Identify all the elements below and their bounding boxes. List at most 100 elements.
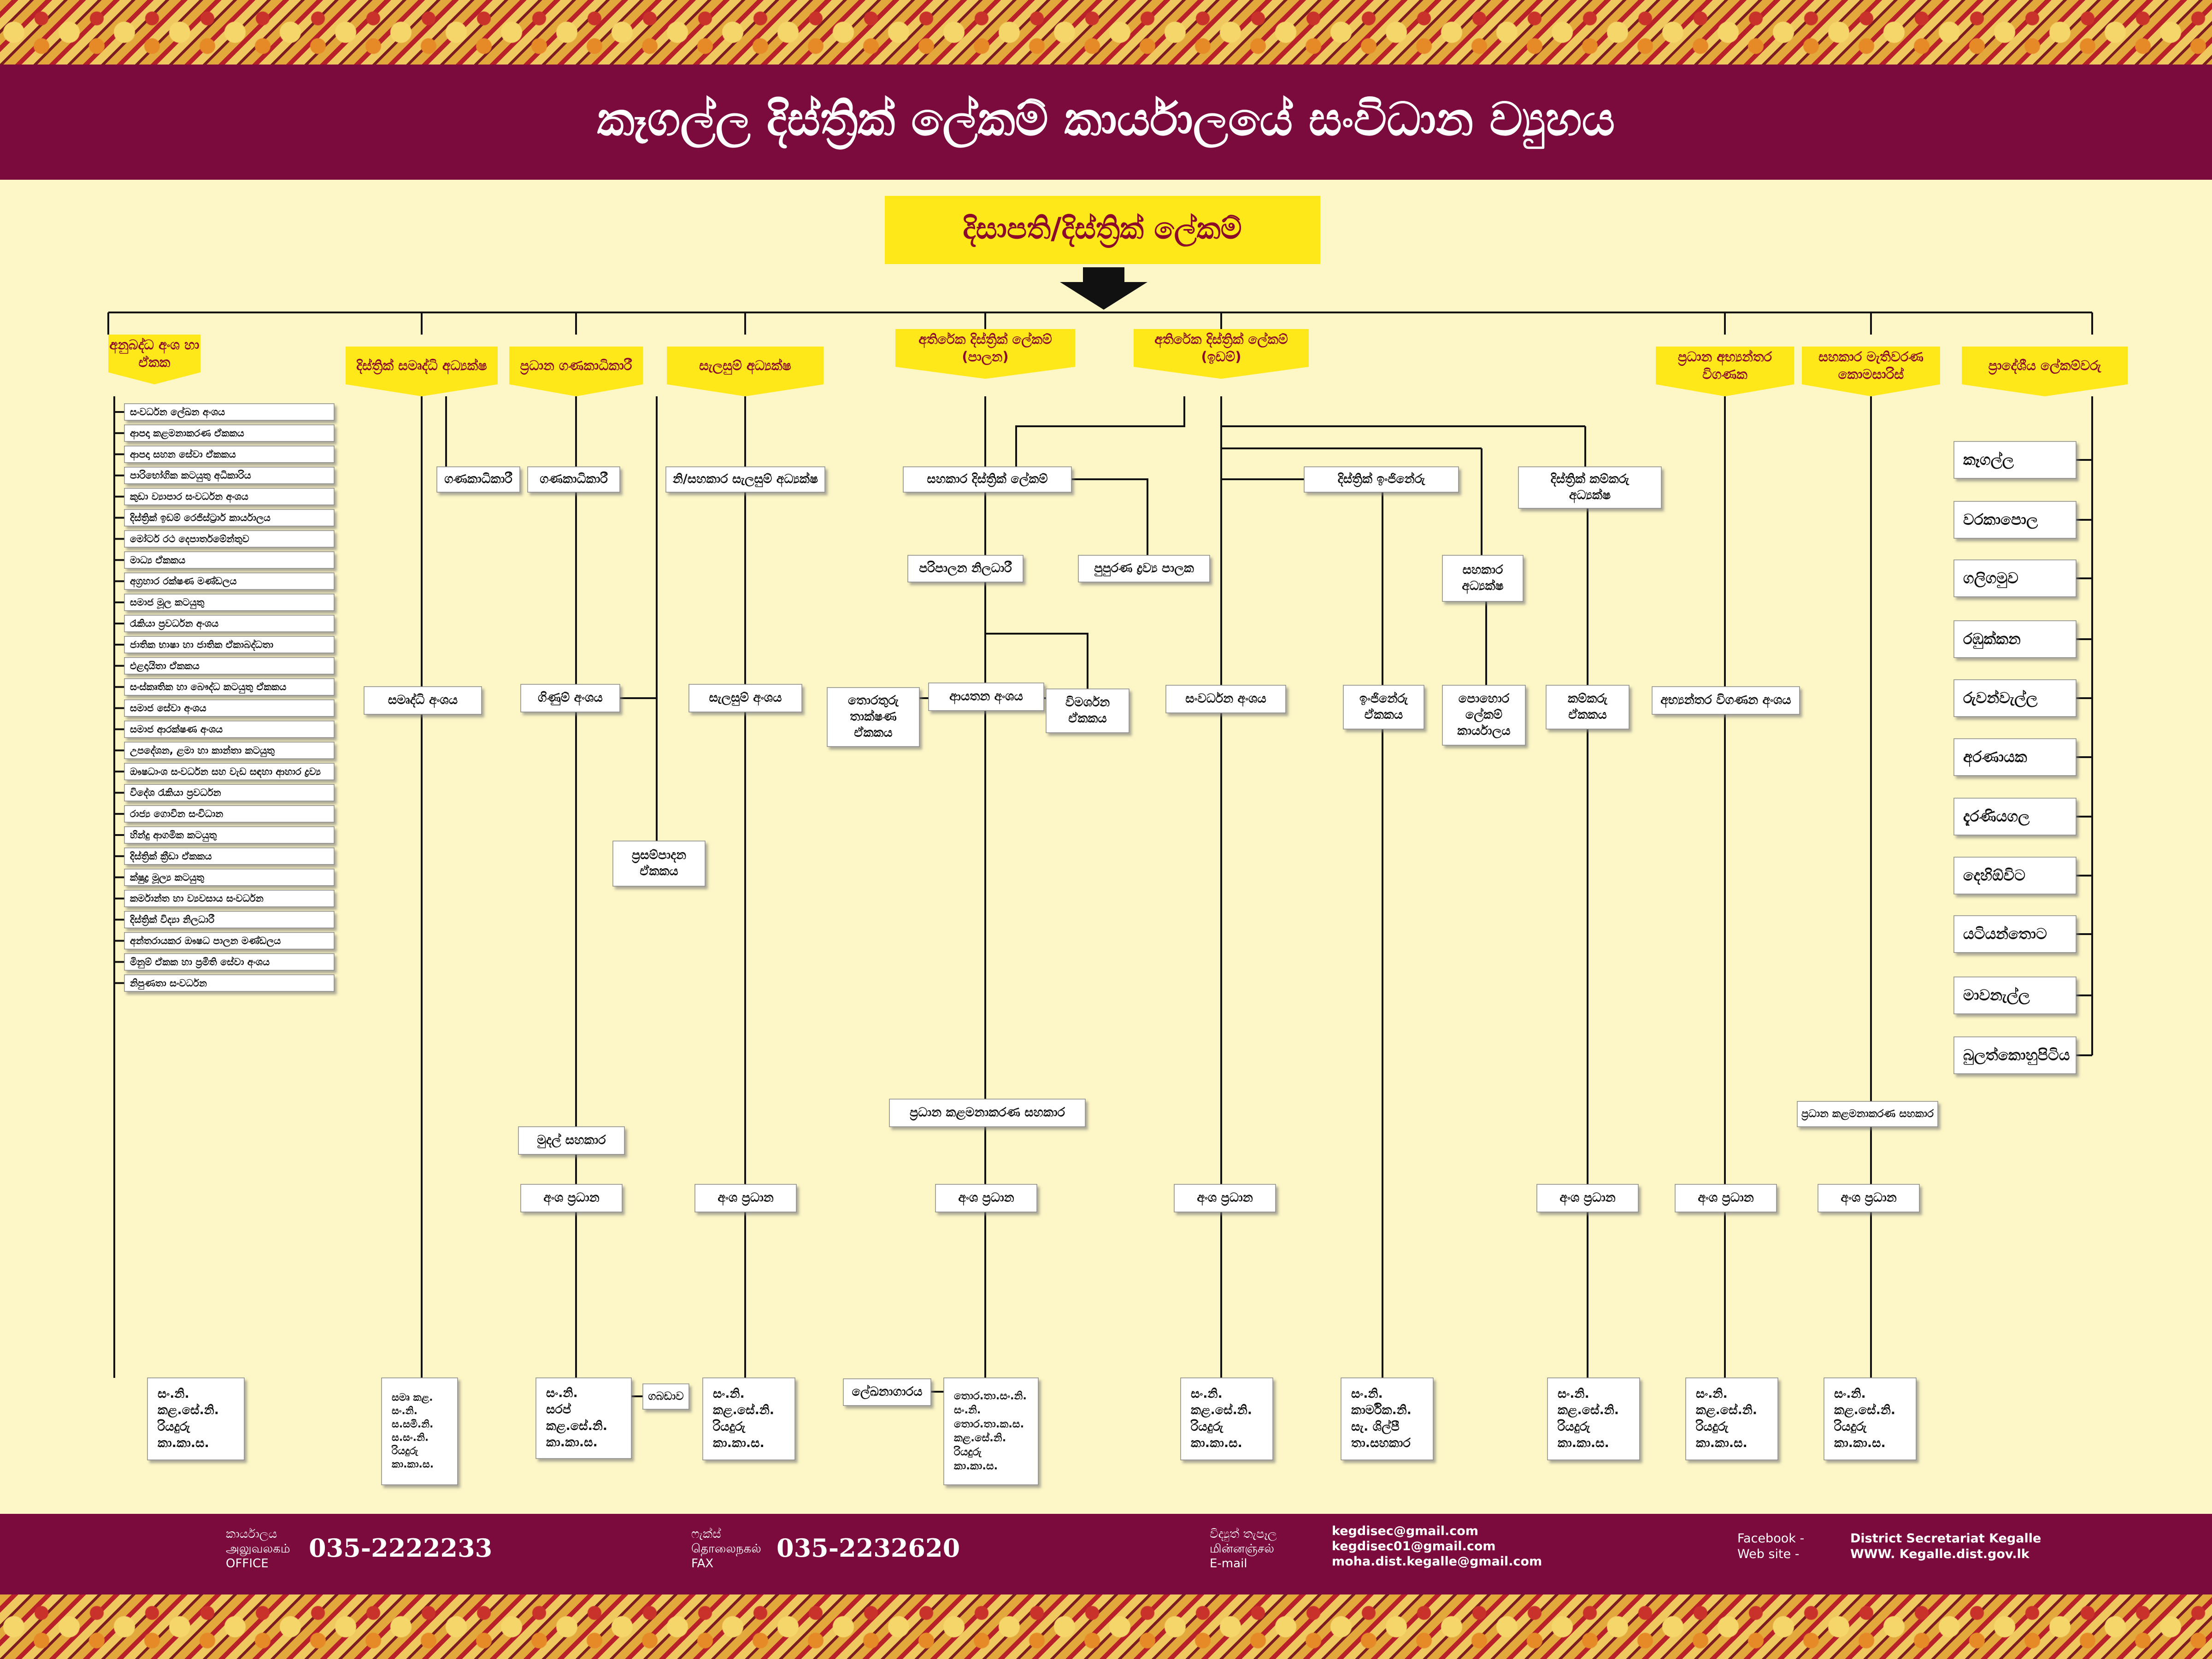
divisional-secretariat-label: දැරණියගල bbox=[1963, 807, 2030, 826]
planning-division-box bbox=[688, 684, 802, 712]
office-label-ta: அலுவலகம் bbox=[226, 1542, 290, 1556]
divisional-secretariat-label: දෙහිඕවිට bbox=[1963, 866, 2025, 885]
staff-box-annex-text: සං.නි. bbox=[158, 1387, 189, 1401]
divisional-secretariat bbox=[1953, 559, 2077, 597]
div-head-box-elections bbox=[1818, 1184, 1920, 1212]
div-head-box-admin bbox=[935, 1184, 1037, 1212]
div-head-box-labour-text: අංශ ප්‍රධාන bbox=[1559, 1191, 1615, 1206]
samurdhi-division-box bbox=[364, 686, 482, 715]
samurdhi-division-box-text: සමෘද්ධි අංශය bbox=[388, 693, 458, 708]
annex-unit-label: මෝටර් රථ දෙපාර්තමේන්තුව bbox=[130, 533, 249, 545]
annex-unit bbox=[124, 974, 335, 992]
staff-box-labour-text: කා.කා.ස. bbox=[1558, 1436, 1609, 1450]
fax-phone: 035-2232620 bbox=[777, 1533, 960, 1563]
asst-planning-director-box bbox=[665, 466, 825, 493]
it-unit-box-text: ඒකකය bbox=[854, 726, 892, 740]
annex-unit bbox=[124, 847, 335, 865]
annex-unit-label: ජාතික භාෂා හා ජාතික ඒකාබද්ධතා bbox=[130, 639, 273, 651]
connector-line bbox=[985, 633, 1088, 691]
facebook-link[interactable]: District Secretariat Kegalle bbox=[1850, 1531, 2041, 1546]
office-label-si: කාර්යාලය bbox=[226, 1527, 277, 1541]
staff-box-labour bbox=[1547, 1377, 1640, 1460]
annex-unit bbox=[124, 615, 335, 632]
annex-unit-label: සමාජ මූල කටයුතු bbox=[130, 597, 204, 609]
inquiry-unit-box bbox=[1046, 688, 1130, 733]
email-1[interactable]: kegdisec@gmail.com bbox=[1332, 1524, 1478, 1538]
annex-unit bbox=[124, 572, 335, 590]
staff-box-audit-text: කළ.සේ.නි. bbox=[1696, 1403, 1757, 1418]
staff-box-samurdhi-text: සමෘ කළ. bbox=[392, 1392, 433, 1404]
div-head-box-planning-text: අංශ ප්‍රධාන bbox=[718, 1191, 773, 1206]
accountant-box-2 bbox=[527, 466, 620, 493]
staff-box-accounts-text: සං.නි. bbox=[546, 1386, 578, 1400]
labour-director-box-text: දිස්ත්‍රික් කම්කරු bbox=[1551, 472, 1630, 488]
head-chief-accountant-text: ප්‍රධාන ගණකාධිකාරී bbox=[520, 358, 632, 375]
staff-box-admin bbox=[943, 1377, 1039, 1485]
facebook-label: Facebook - bbox=[1737, 1531, 1805, 1546]
head-annex-text: අනුබද්ධ අංශ හා bbox=[109, 337, 199, 354]
email-2[interactable]: kegdisec01@gmail.com bbox=[1332, 1539, 1496, 1553]
annex-unit bbox=[124, 488, 335, 506]
staff-box-planning-text: කා.කා.ස. bbox=[713, 1436, 765, 1450]
head-samurdhi-director bbox=[346, 347, 498, 396]
annex-unit-label: රාජ්‍ය ගොවින සංවිධාන bbox=[130, 808, 223, 819]
staff-box-admin-text: තොර.තා.සං.නි. bbox=[954, 1390, 1027, 1402]
divisional-secretariat-label: යටියන්තොට bbox=[1963, 925, 2047, 943]
planning-division-box-text: සැලසුම් අංශය bbox=[709, 691, 782, 706]
email-label-en: E-mail bbox=[1210, 1557, 1247, 1571]
annex-unit bbox=[124, 678, 335, 696]
div-head-box-land-text: අංශ ප්‍රධාන bbox=[1197, 1191, 1253, 1206]
website-link[interactable]: WWW. Kegalle.dist.gov.lk bbox=[1850, 1547, 2030, 1561]
head-elections-text: සහකාර මැතිවරණ bbox=[1818, 349, 1924, 365]
storekeeper-box-text: ගබඩාව bbox=[648, 1390, 683, 1403]
head-divisional-secretaries bbox=[1962, 347, 2128, 396]
decorative-border-top bbox=[0, 0, 2212, 65]
divisional-secretariat bbox=[1953, 857, 2077, 894]
staff-box-elections-text: කළ.සේ.නි. bbox=[1834, 1403, 1895, 1418]
accountant-box-2-text: ගණකාධිකාරී bbox=[540, 471, 608, 486]
procurement-unit-box bbox=[612, 841, 706, 887]
staff-box-planning bbox=[702, 1377, 795, 1460]
email-3[interactable]: moha.dist.kegalle@gmail.com bbox=[1332, 1554, 1542, 1569]
staff-box-planning-text: රියදුරු bbox=[712, 1419, 746, 1434]
asst-director-box bbox=[1442, 555, 1524, 602]
staff-box-audit-text: කා.කා.ස. bbox=[1696, 1436, 1747, 1450]
storekeeper-box bbox=[642, 1383, 689, 1410]
staff-box-land-text: කා.කා.ස. bbox=[1191, 1436, 1242, 1450]
div-head-box-planning bbox=[694, 1184, 797, 1212]
staff-box-engineer-text: තා.සහකාර bbox=[1351, 1436, 1411, 1450]
annex-unit-label: මාධ්‍ය ඒකකය bbox=[130, 554, 185, 565]
mgmt-assistant-box-2-text: ප්‍රධාන කළමනාකරණ සහකාර bbox=[1801, 1108, 1935, 1121]
staff-box-labour-text: රියදුරු bbox=[1557, 1419, 1590, 1434]
head-annex-text: ඒකක bbox=[139, 354, 171, 370]
staff-box-land-text: කළ.සේ.නි. bbox=[1191, 1403, 1252, 1418]
head-box bbox=[885, 196, 1320, 264]
head-samurdhi-director-text: දිස්ත්‍රික් සමෘද්ධි අධ්‍යක්ෂ bbox=[356, 358, 487, 375]
divisional-secretariat-label: කෑගල්ල bbox=[1963, 451, 2014, 469]
head-add-ds-land-text: (ඉඩම්) bbox=[1201, 349, 1241, 365]
pohora-office-box-text: පොහොර bbox=[1459, 691, 1510, 706]
asst-planning-director-box-text: නි/සහකාර සැලසුම් අධ්‍යක්ෂ bbox=[672, 472, 818, 488]
staff-box-samurdhi-text: කා.කා.ස. bbox=[392, 1459, 434, 1471]
typist-box-text: ලේඛනාගාරය bbox=[852, 1384, 922, 1399]
staff-box-accounts-text: කළ.සේ.නි. bbox=[546, 1419, 607, 1434]
div-head-box-land bbox=[1174, 1184, 1276, 1212]
staff-box-elections-text: සං.නි. bbox=[1834, 1387, 1866, 1401]
engineering-unit-box-text: ඉංජිනේරු bbox=[1359, 691, 1408, 706]
divisional-secretariat bbox=[1953, 1036, 2077, 1074]
asst-ds-box-text: සහකාර දිස්ත්‍රික් ලේකම් bbox=[927, 472, 1047, 488]
staff-box-engineer-text: කාර්මික.නි. bbox=[1351, 1403, 1412, 1418]
head-add-ds-admin bbox=[895, 329, 1075, 379]
divisional-secretariat bbox=[1953, 798, 2077, 835]
annex-unit bbox=[124, 741, 335, 759]
internal-audit-division-box bbox=[1652, 686, 1800, 715]
staff-box-accounts bbox=[535, 1377, 632, 1459]
head-internal-audit-text: විගණක bbox=[1702, 366, 1747, 382]
annex-unit-label: ක්ෂුද්‍ර මූල්‍ය කටයුතු bbox=[130, 872, 204, 884]
labour-unit-box-text: කම්කරු bbox=[1568, 691, 1608, 706]
annex-unit-label: අග්‍රහාර රක්ෂණ මණ්ඩලය bbox=[130, 576, 237, 588]
staff-box-samurdhi-text: ස.සං.නි. bbox=[392, 1432, 429, 1444]
div-head-box-accounts bbox=[520, 1184, 623, 1212]
inquiry-unit-box-text: ඒකකය bbox=[1068, 712, 1106, 726]
